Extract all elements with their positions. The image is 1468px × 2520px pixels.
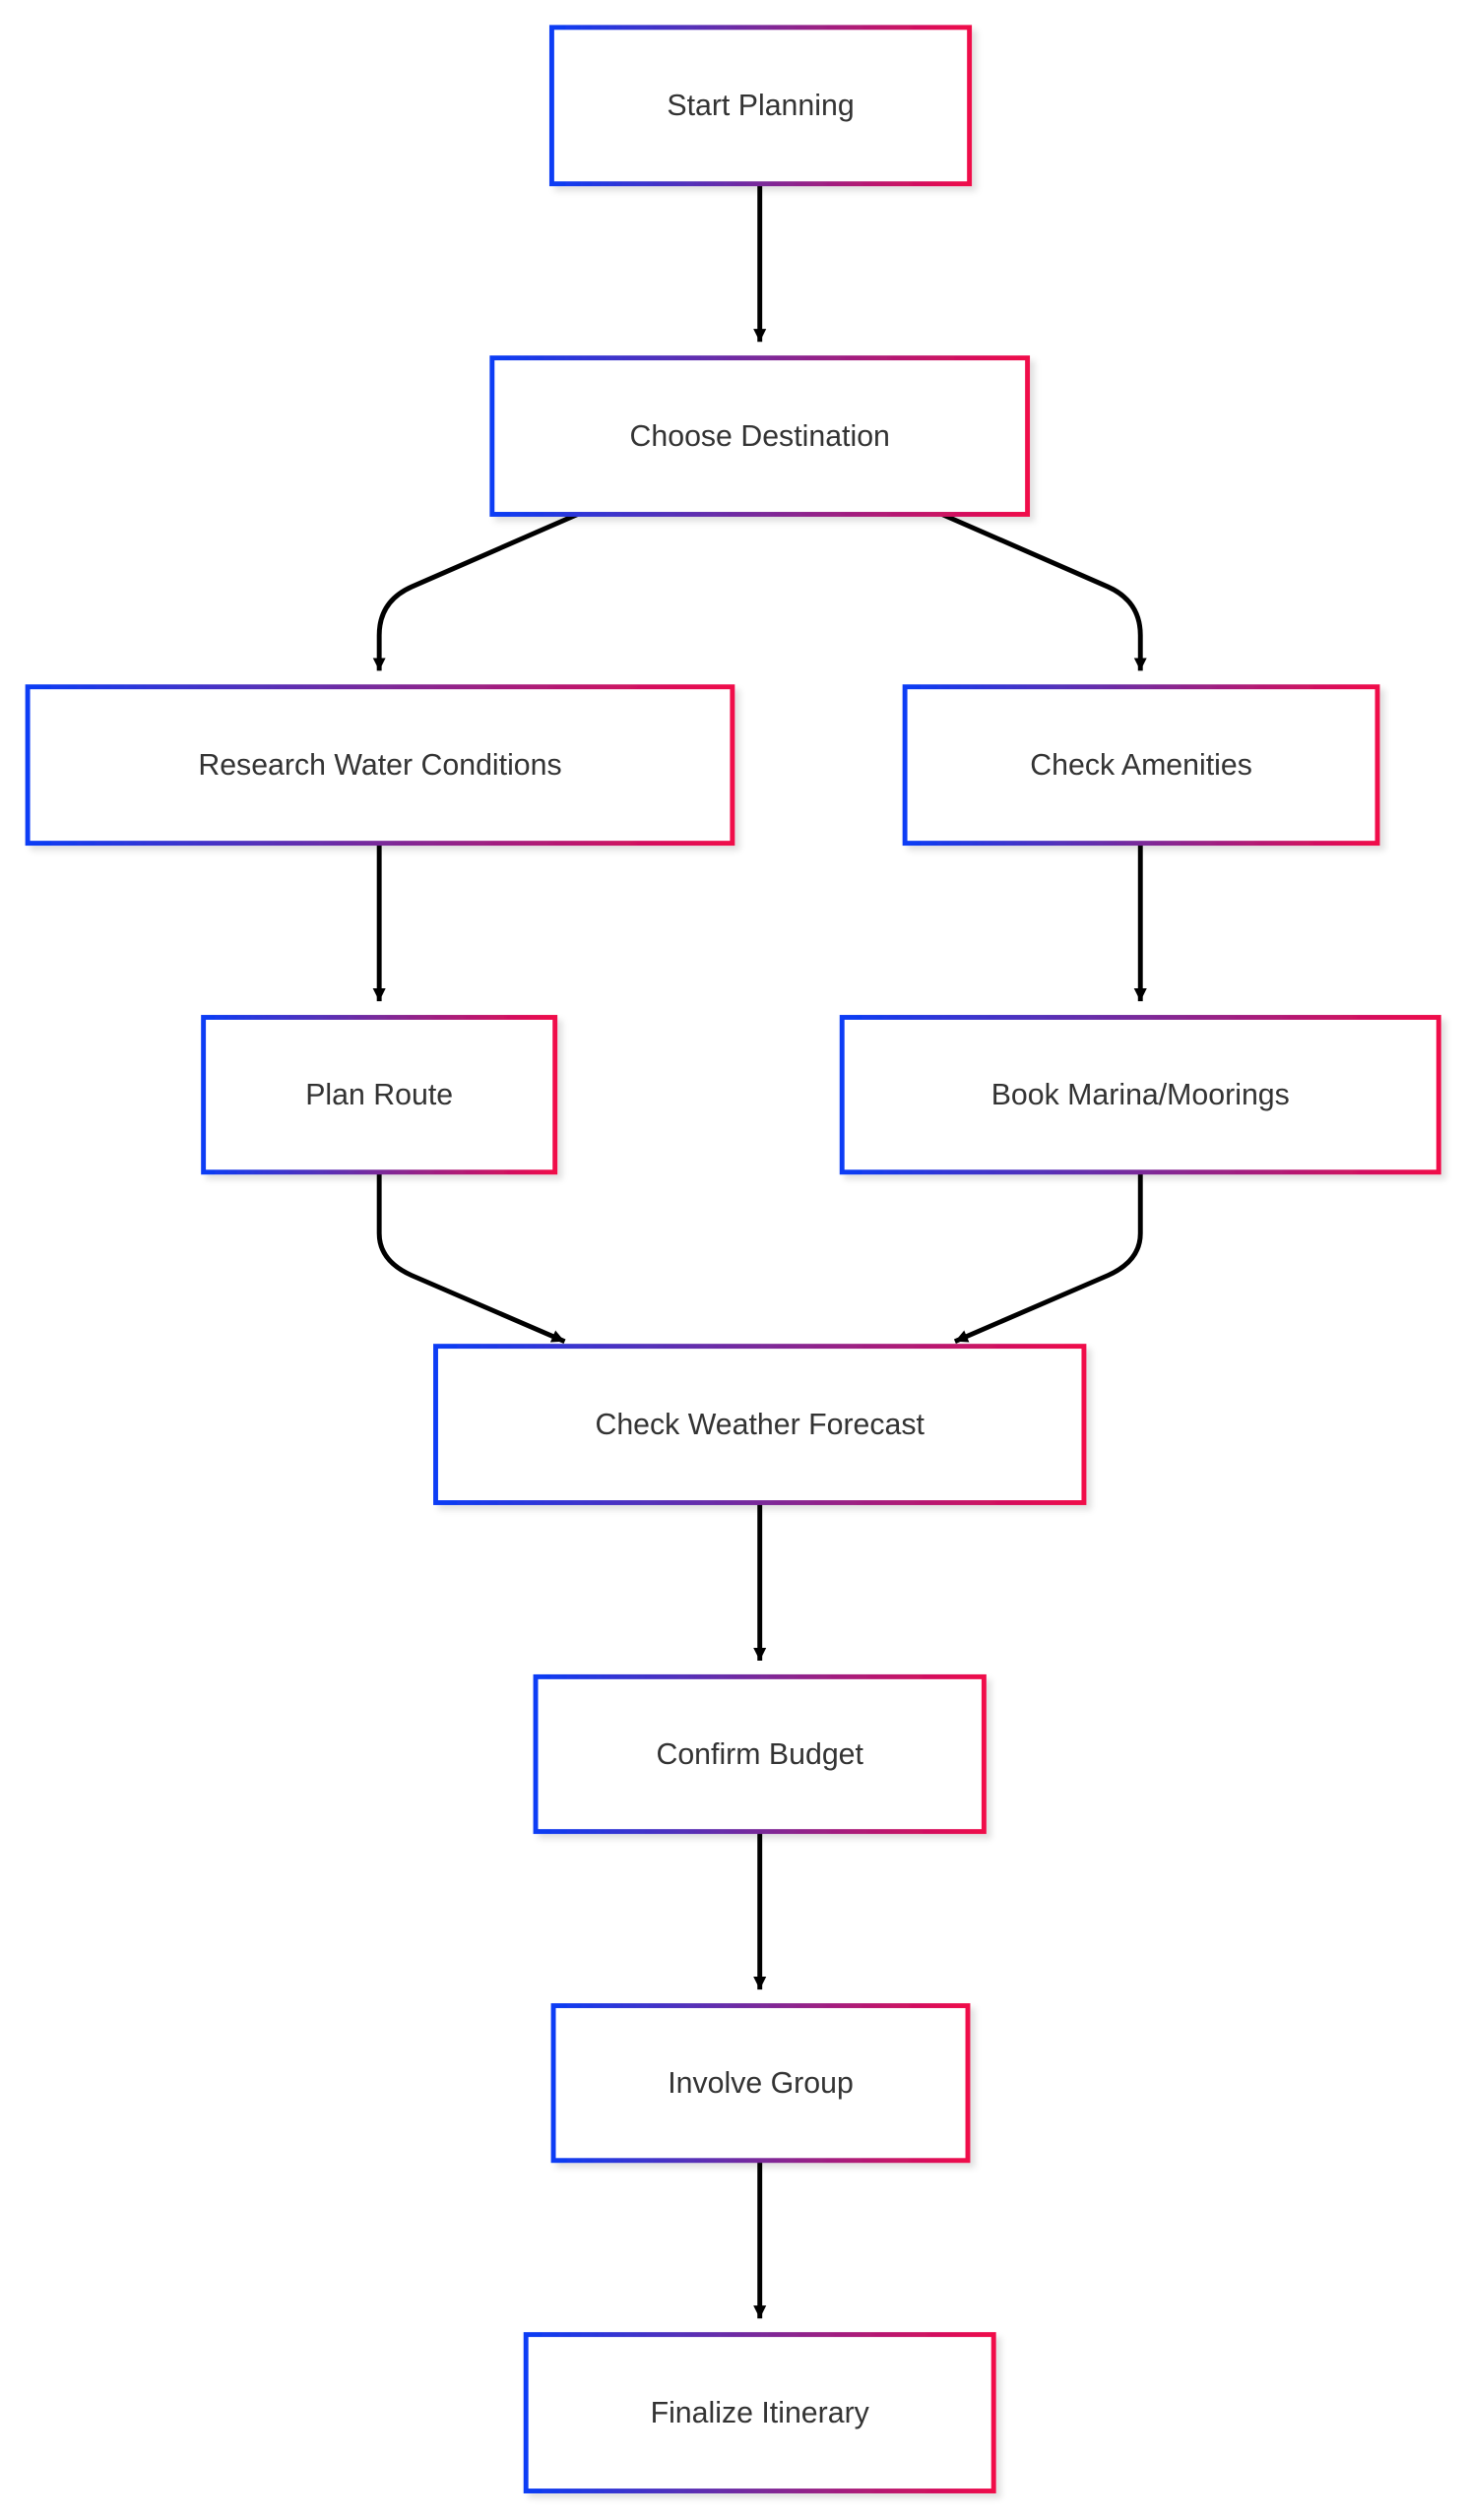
edge-marina-to-weather [953, 1171, 1143, 1344]
node-label: Confirm Budget [656, 1738, 863, 1771]
node-label: Finalize Itinerary [651, 2397, 870, 2429]
node-box [550, 2003, 971, 2164]
node-label: Involve Group [668, 2067, 854, 2100]
node-budget: Confirm Budget [533, 1673, 987, 1835]
node-box [533, 1673, 987, 1835]
node-final: Finalize Itinerary [523, 2332, 996, 2493]
edge-route-to-weather [376, 1171, 566, 1344]
edge-dest-to-amen [940, 512, 1147, 671]
node-marina: Book Marina/Moorings [839, 1015, 1441, 1175]
node-amen: Check Amenities [902, 684, 1380, 847]
node-weather: Check Weather Forecast [433, 1344, 1087, 1505]
node-label: Check Amenities [1030, 749, 1252, 782]
node-box [548, 25, 973, 187]
node-dest: Choose Destination [489, 355, 1031, 517]
node-label: Check Weather Forecast [595, 1409, 925, 1441]
edge-dest-to-water [372, 512, 579, 671]
node-route: Plan Route [201, 1015, 558, 1175]
node-box [839, 1015, 1441, 1175]
node-box [489, 355, 1031, 517]
node-start: Start Planning [548, 25, 973, 187]
node-box [433, 1344, 1087, 1505]
node-box [902, 684, 1380, 847]
node-label: Plan Route [305, 1079, 453, 1111]
node-label: Choose Destination [629, 420, 889, 453]
node-group: Involve Group [550, 2003, 971, 2164]
node-water: Research Water Conditions [25, 684, 735, 847]
node-label: Start Planning [667, 90, 854, 122]
edges [372, 183, 1147, 2319]
node-box [25, 684, 735, 847]
node-label: Book Marina/Moorings [991, 1079, 1290, 1111]
node-box [523, 2332, 996, 2493]
node-label: Research Water Conditions [198, 749, 561, 782]
node-box [201, 1015, 558, 1175]
